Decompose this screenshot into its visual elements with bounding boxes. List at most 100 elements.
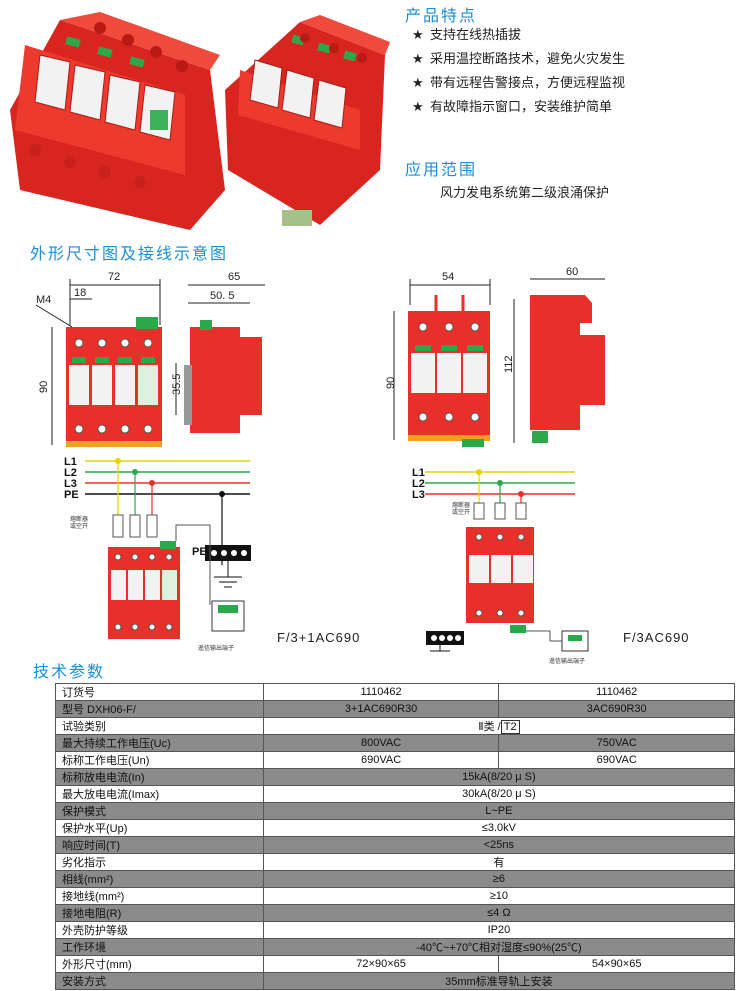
r-line-l3-label: L3 <box>412 489 425 501</box>
r-remote-label: 遥信输出端子 <box>549 658 586 665</box>
screw-label: M4 <box>36 294 51 306</box>
spec-value: ≤4 Ω <box>262 904 736 922</box>
features-list: ★支持在线热插拔 ★采用温控断路技术，避免火灾发生 ★带有远程告警接点，方便远程… <box>412 24 625 120</box>
pe-terminal-block <box>205 545 251 561</box>
spec-label: 型号 DXH06-F/ <box>55 700 264 718</box>
spec-value-b: 750VAC <box>498 734 735 752</box>
spec-value-a: 1110462 <box>262 683 500 701</box>
spec-value: ≥10 <box>262 887 736 905</box>
star-icon: ★ <box>412 76 424 91</box>
spec-value-b: 1110462 <box>498 683 735 701</box>
left-model-label: F/3+1AC690 <box>277 630 361 645</box>
spec-label: 保护水平(Up) <box>55 819 264 837</box>
spec-row: 劣化指示有 <box>55 853 736 871</box>
spec-row: 标称放电电流(In)15kA(8/20 μ S) <box>55 768 736 786</box>
pe-terminal-label: PE <box>192 546 207 558</box>
spec-value: ≤3.0kV <box>262 819 736 837</box>
r-line-l1-label: L1 <box>412 467 425 479</box>
feature-item: ★有故障指示窗口，安装维护简单 <box>412 96 625 120</box>
r-dim-width-label: 54 <box>442 271 454 283</box>
side-rail-label: 35.5 <box>171 374 183 395</box>
breaker-label: 熔断器 <box>70 515 88 523</box>
dim-height-label: 90 <box>38 381 50 393</box>
spec-label: 劣化指示 <box>55 853 264 871</box>
spec-value: -40℃~+70℃相对湿度≤90%(25℃) <box>262 938 736 956</box>
spec-label: 标称放电电流(In) <box>55 768 264 786</box>
bus-lines <box>85 460 250 495</box>
spec-label: 最大放电电流(Imax) <box>55 785 264 803</box>
spec-row: 接地线(mm²)≥10 <box>55 887 736 905</box>
product-3pole-image <box>225 15 390 226</box>
spec-value-b: 690VAC <box>498 751 735 769</box>
spec-row: 工作环境-40℃~+70℃相对湿度≤90%(25℃) <box>55 938 736 956</box>
feature-item: ★采用温控断路技术，避免火灾发生 <box>412 48 625 72</box>
star-icon: ★ <box>412 52 424 67</box>
spec-value: IP20 <box>262 921 736 939</box>
r-breaker-label: 熔断器 <box>452 501 470 509</box>
device-front-4pole <box>66 317 162 447</box>
spec-label: 最大持续工作电压(Uc) <box>55 734 264 752</box>
specs-title: 技术参数 <box>33 662 106 681</box>
spec-value: 30kA(8/20 μ S) <box>262 785 736 803</box>
spec-row: 最大放电电流(Imax)30kA(8/20 μ S) <box>55 785 736 803</box>
spec-value-a: 800VAC <box>262 734 500 752</box>
spec-label: 接地线(mm²) <box>55 887 264 905</box>
application-text: 风力发电系统第二级浪涌保护 <box>440 186 610 201</box>
svg-text:或空开: 或空开 <box>452 508 470 516</box>
spec-label: 外形尺寸(mm) <box>55 955 264 973</box>
line-l1-label: L1 <box>64 456 77 468</box>
side-depth-label: 65 <box>228 271 240 283</box>
product-4pole-image <box>10 12 225 230</box>
spec-label: 标称工作电压(Un) <box>55 751 264 769</box>
device-front-3pole <box>408 295 490 447</box>
line-pe-label: PE <box>64 489 79 501</box>
device-side-4pole <box>184 320 262 433</box>
spec-value-b: 3AC690R30 <box>498 700 735 718</box>
spec-value-b: 54×90×65 <box>498 955 735 973</box>
device-wiring-3pole <box>466 527 534 633</box>
line-l2-label: L2 <box>64 467 77 479</box>
side-depth2-label: 50. 5 <box>210 290 234 302</box>
dim-module-label: 18 <box>74 287 86 299</box>
spec-label: 接地电阻(R) <box>55 904 264 922</box>
spec-label: 工作环境 <box>55 938 264 956</box>
feature-item: ★支持在线热插拔 <box>412 24 625 48</box>
spec-value: 35mm标准导轨上安装 <box>262 972 736 990</box>
svg-text:或空开: 或空开 <box>70 522 88 530</box>
diagram-title: 外形尺寸图及接线示意图 <box>30 244 229 263</box>
spec-value: L~PE <box>262 802 736 820</box>
spec-label: 安装方式 <box>55 972 264 990</box>
spec-label: 订货号 <box>55 683 264 701</box>
spec-label: 保护模式 <box>55 802 264 820</box>
star-icon: ★ <box>412 28 424 43</box>
spec-label: 试验类别 <box>55 717 264 735</box>
spec-value: ≥6 <box>262 870 736 888</box>
test-class-box: T2 <box>500 720 520 734</box>
star-icon: ★ <box>412 100 424 115</box>
dim-width-label: 72 <box>108 271 120 283</box>
spec-value: 15kA(8/20 μ S) <box>262 768 736 786</box>
spec-value-a: 72×90×65 <box>262 955 500 973</box>
r-dim-height-label: 90 <box>385 377 397 389</box>
spec-row: 保护水平(Up)≤3.0kV <box>55 819 736 837</box>
spec-row: 响应时间(T)<25ns <box>55 836 736 854</box>
features-title: 产品特点 <box>405 6 478 25</box>
spec-value-a: 3+1AC690R30 <box>262 700 500 718</box>
r-side-height-label: 112 <box>503 355 515 373</box>
left-diagram: 72 18 M4 90 65 50. 5 35.5 L1 L2 L3 PE <box>35 271 265 652</box>
spec-row: 相线(mm²)≥6 <box>55 870 736 888</box>
r-line-l2-label: L2 <box>412 478 425 490</box>
r-side-depth-label: 60 <box>566 266 578 278</box>
din-clip-green <box>282 210 312 226</box>
spec-label: 相线(mm²) <box>55 870 264 888</box>
spec-value-a: 690VAC <box>262 751 500 769</box>
remote-label: 遥信输出端子 <box>198 644 234 652</box>
